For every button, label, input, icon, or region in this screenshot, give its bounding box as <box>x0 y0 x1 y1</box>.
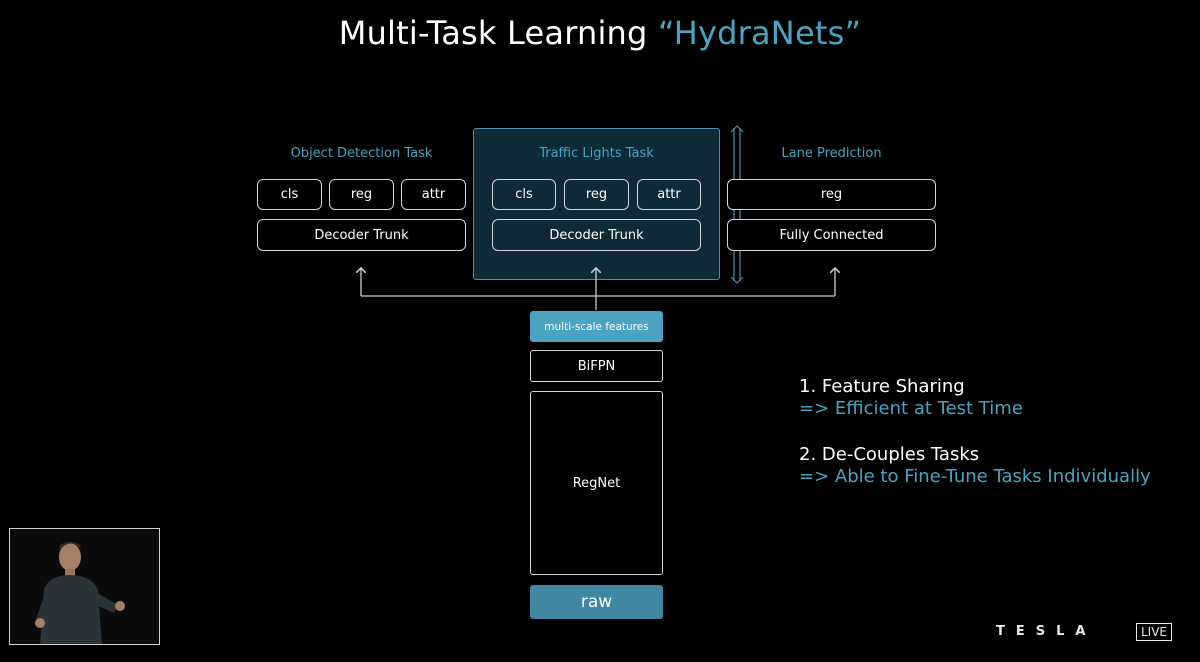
live-badge: LIVE <box>1136 623 1173 641</box>
note-2-heading: 2. De-Couples Tasks <box>799 444 980 465</box>
note-1-detail: => Efficient at Test Time <box>799 398 1023 419</box>
speaker-video-inset <box>9 528 160 645</box>
lane-prediction-label: Lane Prediction <box>781 146 882 161</box>
traffic-lights-label: Traffic Lights Task <box>539 146 654 161</box>
od-reg-head: reg <box>329 179 394 210</box>
tesla-logo: TESLA <box>996 624 1097 639</box>
multi-scale-features-box: multi-scale features <box>530 311 663 342</box>
od-attr-head: attr <box>401 179 466 210</box>
note-2-detail: => Able to Fine-Tune Tasks Individually <box>799 466 1151 487</box>
note-1-heading: 1. Feature Sharing <box>799 376 965 397</box>
bifpn-box: BiFPN <box>530 350 663 382</box>
lp-reg-head: reg <box>727 179 936 210</box>
od-decoder-trunk: Decoder Trunk <box>257 219 466 251</box>
title-accent: “HydraNets” <box>657 14 862 52</box>
tl-decoder-trunk: Decoder Trunk <box>492 219 701 251</box>
speaker-figure <box>10 529 159 644</box>
object-detection-label: Object Detection Task <box>290 146 433 161</box>
od-cls-head: cls <box>257 179 322 210</box>
tl-attr-head: attr <box>637 179 701 210</box>
tl-cls-head: cls <box>492 179 556 210</box>
raw-input-box: raw <box>530 585 663 619</box>
slide-title: Multi-Task Learning “HydraNets” <box>0 14 1200 52</box>
regnet-box: RegNet <box>530 391 663 575</box>
title-main: Multi-Task Learning <box>338 14 648 52</box>
lp-fully-connected: Fully Connected <box>727 219 936 251</box>
tl-reg-head: reg <box>564 179 629 210</box>
